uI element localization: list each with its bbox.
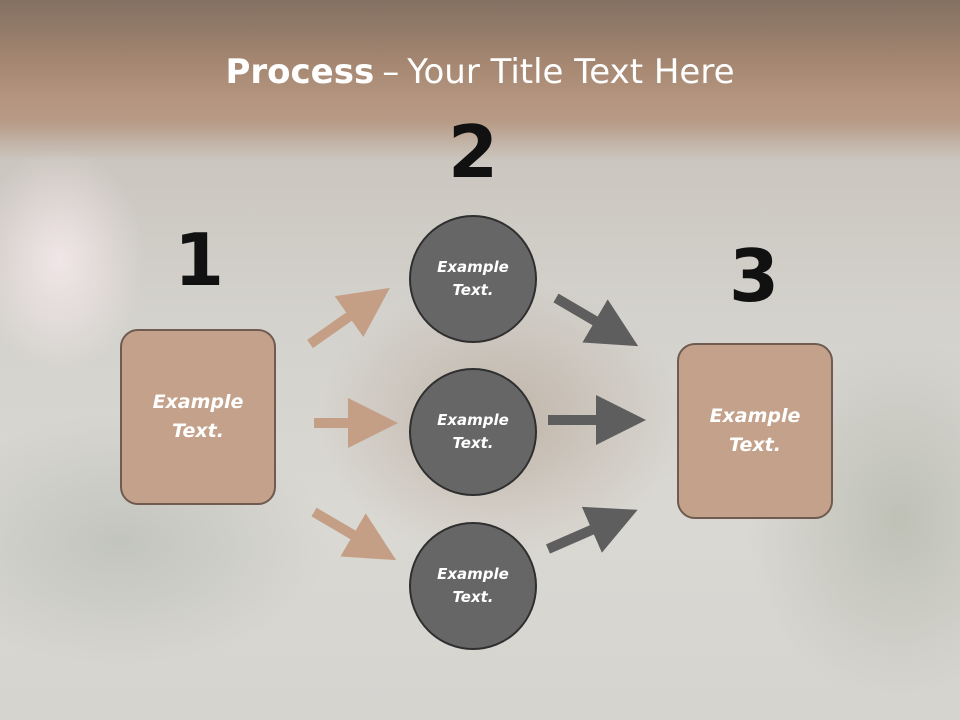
step-number-3: 3 [728,234,780,318]
circle-top[interactable]: Example Text. [409,215,537,343]
title-band [0,0,960,140]
arrow-left-to-top [307,287,390,349]
circle-middle-text: Example Text. [437,411,509,452]
left-process-box[interactable]: Example Text. [120,329,276,505]
slide-title: Process–Your Title Text Here [0,52,960,92]
circle-bottom-text: Example Text. [437,565,509,606]
circle-bottom[interactable]: Example Text. [409,522,537,650]
title-rest: Your Title Text Here [407,52,735,92]
step-number-1: 1 [173,218,225,302]
left-box-text: Example Text. [152,391,244,442]
title-separator: – [382,52,400,92]
circle-middle[interactable]: Example Text. [409,368,537,496]
arrow-bottom-to-right [545,506,638,554]
step-number-2: 2 [447,110,499,194]
right-box-text: Example Text. [709,405,801,456]
title-bold: Process [225,52,375,92]
right-process-box[interactable]: Example Text. [677,343,833,519]
arrow-left-to-bottom [311,507,397,561]
arrow-top-to-right [553,293,639,347]
circle-top-text: Example Text. [437,258,509,299]
